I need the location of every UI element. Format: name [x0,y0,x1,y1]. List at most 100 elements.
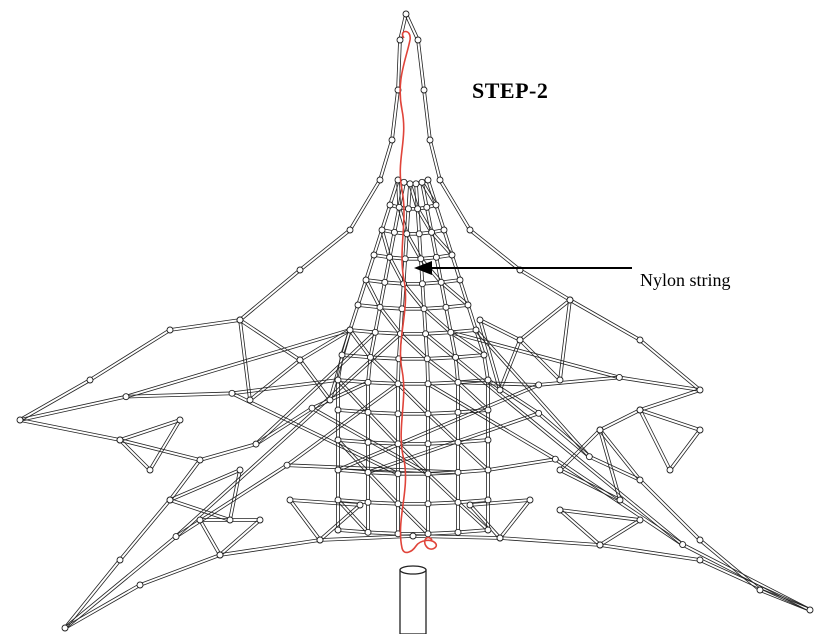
joint [334,406,342,414]
strut [19,394,126,420]
strut [426,180,436,206]
joint [166,496,174,504]
strut [170,460,202,502]
strut [378,282,384,308]
joint [484,496,492,504]
strut [434,205,444,231]
joint [286,496,294,504]
strut [396,180,399,208]
strut [600,428,642,480]
strut [390,180,400,206]
strut [348,330,370,359]
joint [308,404,316,412]
strut [458,501,490,530]
joint [420,305,428,313]
strut [150,420,182,471]
strut [425,330,451,333]
joint [226,516,234,524]
strut [424,334,683,546]
strut [441,280,470,305]
nylon-string [399,30,438,554]
strut [403,233,406,259]
strut [428,473,459,476]
strut [380,305,403,308]
joint [476,316,484,324]
strut [428,179,438,205]
joint [452,353,460,361]
strut [423,283,426,309]
strut [287,384,400,467]
strut [368,357,373,383]
strut [170,470,241,502]
joint [388,136,396,144]
strut [456,503,488,532]
strut [366,413,398,446]
strut [518,298,570,340]
joint [394,470,402,478]
strut [451,330,486,355]
strut [19,378,90,420]
joint [196,456,204,464]
strut [424,89,432,140]
strut [388,257,403,285]
strut [89,328,170,380]
strut [422,90,430,141]
strut [380,282,387,308]
strut [638,410,670,471]
strut [537,414,589,459]
strut [455,353,484,357]
joint [136,581,144,589]
strut [558,299,570,380]
strut [427,358,456,361]
joint [394,500,402,508]
strut [518,340,560,382]
strut [200,519,222,555]
strut [380,230,389,258]
strut [337,530,368,535]
strut [470,500,531,507]
joint [401,255,409,263]
strut [350,180,382,231]
strut [120,500,172,562]
strut [558,428,600,470]
joint [636,406,644,414]
joint [424,530,432,538]
strut [428,533,459,536]
joint [464,301,472,309]
strut [383,257,389,283]
joint [386,201,394,209]
strut [619,378,700,392]
strut [457,438,488,442]
strut [239,320,300,362]
strut [436,204,446,230]
strut [119,418,180,440]
strut [398,358,401,384]
joint [696,426,704,434]
strut [300,230,352,272]
joint [404,205,412,213]
strut [338,378,370,412]
strut [169,318,240,330]
joint [424,380,432,388]
joint [436,176,444,184]
strut [348,179,380,230]
joint [338,351,346,359]
strut [290,498,322,540]
strut [538,375,620,384]
strut [457,498,488,502]
strut [458,280,468,306]
joint [424,440,432,448]
strut [428,413,459,416]
strut [65,585,141,630]
strut [599,545,700,562]
strut [368,471,400,504]
strut [369,358,398,386]
strut [640,478,702,540]
strut [639,410,700,432]
strut [375,330,401,333]
strut [407,232,423,259]
strut [405,234,420,260]
joint [378,226,386,234]
strut [478,320,500,391]
strut [367,411,539,472]
